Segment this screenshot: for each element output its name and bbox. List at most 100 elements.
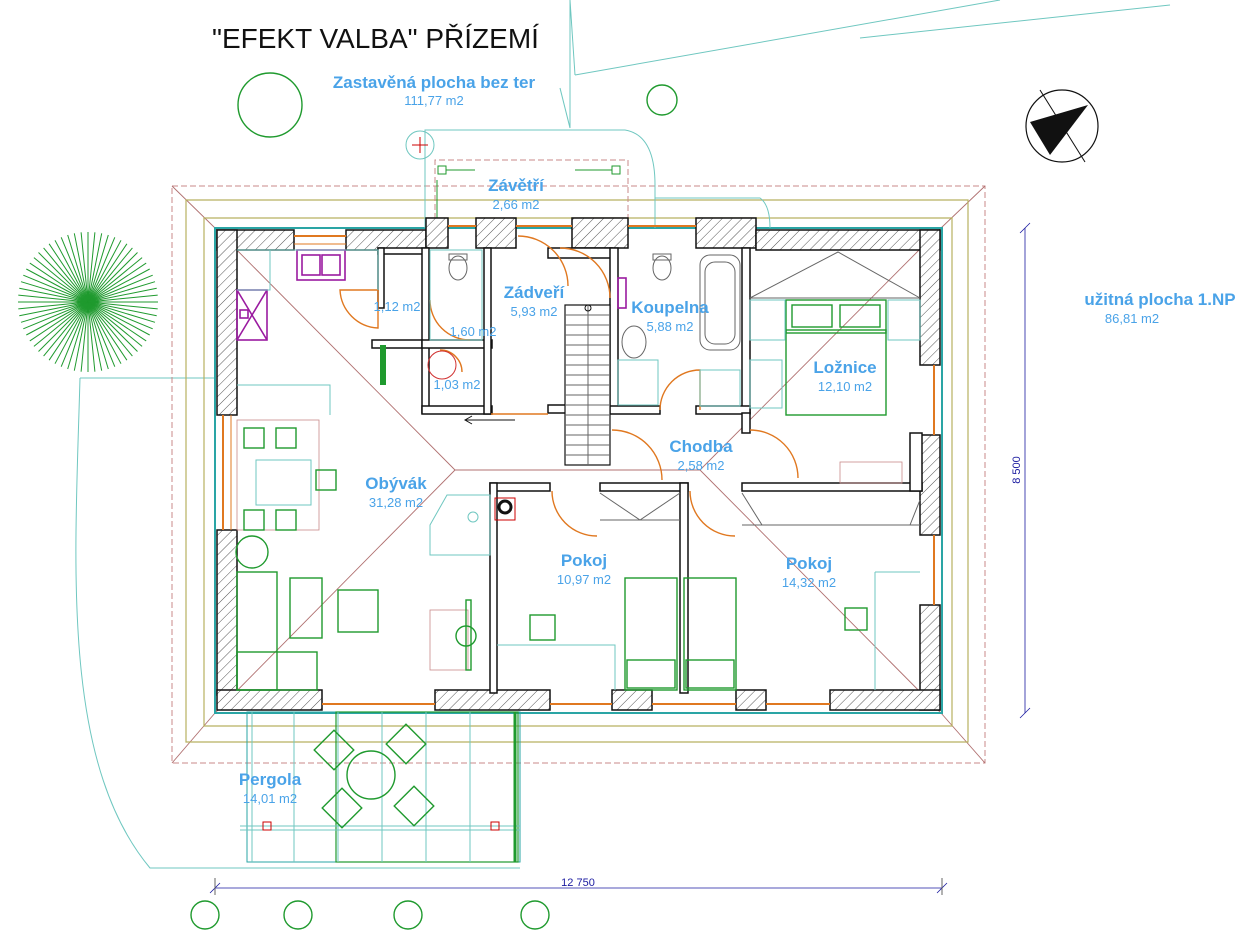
tree-ray (20, 301, 89, 323)
tree-ray (43, 247, 89, 303)
tree-ray (87, 262, 147, 303)
tree-ray (60, 237, 89, 303)
tree-ray (87, 294, 158, 303)
tree-ray (67, 301, 89, 370)
tree-ray (80, 301, 89, 372)
tree-ray (87, 233, 103, 303)
room-area-zadveri: 5,93 m2 (511, 304, 558, 319)
tree-ray (26, 301, 89, 336)
tree-icon (18, 232, 158, 372)
room-area-obyvak: 31,28 m2 (369, 495, 423, 510)
usable-area-value: 86,81 m2 (1105, 311, 1159, 326)
tree-ray (87, 243, 128, 303)
tree-ray (48, 301, 89, 361)
tree-ray (87, 301, 128, 361)
tree-ray (73, 301, 89, 371)
room-name-pergola: Pergola (239, 770, 302, 789)
tree-ray (87, 301, 96, 372)
room1-furniture (497, 492, 681, 691)
tree-ray (38, 252, 89, 303)
usable-area-label: užitná plocha 1.NP (1084, 290, 1235, 309)
tree-ray (54, 301, 89, 364)
tree-ray (87, 301, 138, 352)
tree-ray (87, 301, 158, 310)
tree-ray (18, 301, 89, 310)
tree-ray (87, 268, 150, 303)
labels: Zastavěná plocha bez ter 111,77 m2 užitn… (239, 73, 1236, 889)
tree-ray (87, 301, 153, 330)
tree-ray (87, 301, 109, 370)
tree-ray (87, 232, 96, 303)
room-area-koupelna: 5,88 m2 (647, 319, 694, 334)
tree-ray (29, 301, 89, 342)
site-lines (75, 0, 1171, 869)
room-area-small3: 1,03 m2 (434, 377, 481, 392)
doors (339, 235, 799, 537)
tree-ray (60, 301, 89, 367)
tree-ray (87, 234, 109, 303)
room-area-pokoj2: 14,32 m2 (782, 575, 836, 590)
tree-ray (33, 301, 89, 347)
tree-ray (87, 301, 133, 357)
bedroom-furniture (749, 251, 921, 416)
interior-walls (371, 247, 923, 694)
tree-ray (23, 301, 89, 330)
dimension-depth: 8 500 (1011, 456, 1023, 484)
tree-ray (80, 232, 89, 303)
built-area-value: 111,77 m2 (404, 93, 464, 108)
room-area-zavetri: 2,66 m2 (493, 197, 540, 212)
tree-icon (190, 72, 678, 930)
pergola (240, 711, 521, 863)
windows (222, 225, 935, 705)
tree-ray (87, 247, 133, 303)
chimney-icon (494, 497, 516, 521)
tree-ray (87, 301, 157, 317)
room-name-pokoj2: Pokoj (786, 554, 832, 573)
room-name-loznice: Ložnice (813, 358, 876, 377)
exterior-walls (216, 217, 941, 711)
room-name-koupelna: Koupelna (631, 298, 709, 317)
tree-ray (87, 301, 150, 336)
tree-ray (87, 301, 147, 342)
room2-furniture (683, 461, 921, 691)
tree-ray (23, 274, 89, 303)
entrance-porch (405, 129, 771, 229)
room-area-small1: 1,12 m2 (374, 299, 421, 314)
wc-fixtures (427, 249, 483, 380)
tree-ray (43, 301, 89, 357)
plan-title: "EFEKT VALBA" PŘÍZEMÍ (212, 23, 539, 54)
tree-ray (87, 252, 138, 303)
tree-ray (26, 268, 89, 303)
room-name-pokoj1: Pokoj (561, 551, 607, 570)
living-furniture (235, 419, 491, 691)
tree-ray (54, 240, 89, 303)
tree-ray (20, 281, 89, 303)
tree-ray (19, 287, 89, 303)
tree-ray (87, 274, 153, 303)
room-area-pergola: 14,01 m2 (243, 791, 297, 806)
tree-ray (87, 301, 156, 323)
tree-ray (67, 234, 89, 303)
room-name-zavetri: Závětří (488, 176, 545, 195)
north-arrow-icon (1025, 89, 1099, 163)
room-name-chodba: Chodba (669, 437, 733, 456)
roof-ridges (214, 227, 942, 714)
tree-ray (38, 301, 89, 352)
room-area-small2: 1,60 m2 (450, 324, 497, 339)
room-area-pokoj1: 10,97 m2 (557, 572, 611, 587)
tree-ray (87, 301, 143, 347)
tree-ray (18, 294, 89, 303)
tree-ray (73, 233, 89, 303)
roof-outline (171, 185, 986, 764)
kitchen-fixtures (236, 249, 386, 415)
tree-ray (87, 281, 156, 303)
room-area-loznice: 12,10 m2 (818, 379, 872, 394)
tree-ray (48, 243, 89, 303)
tree-ray (19, 301, 89, 317)
staircase (463, 304, 611, 466)
built-area-label: Zastavěná plocha bez ter (333, 73, 536, 92)
tree-ray (87, 257, 143, 303)
tree-ray (87, 301, 122, 364)
tree-ray (87, 237, 116, 303)
